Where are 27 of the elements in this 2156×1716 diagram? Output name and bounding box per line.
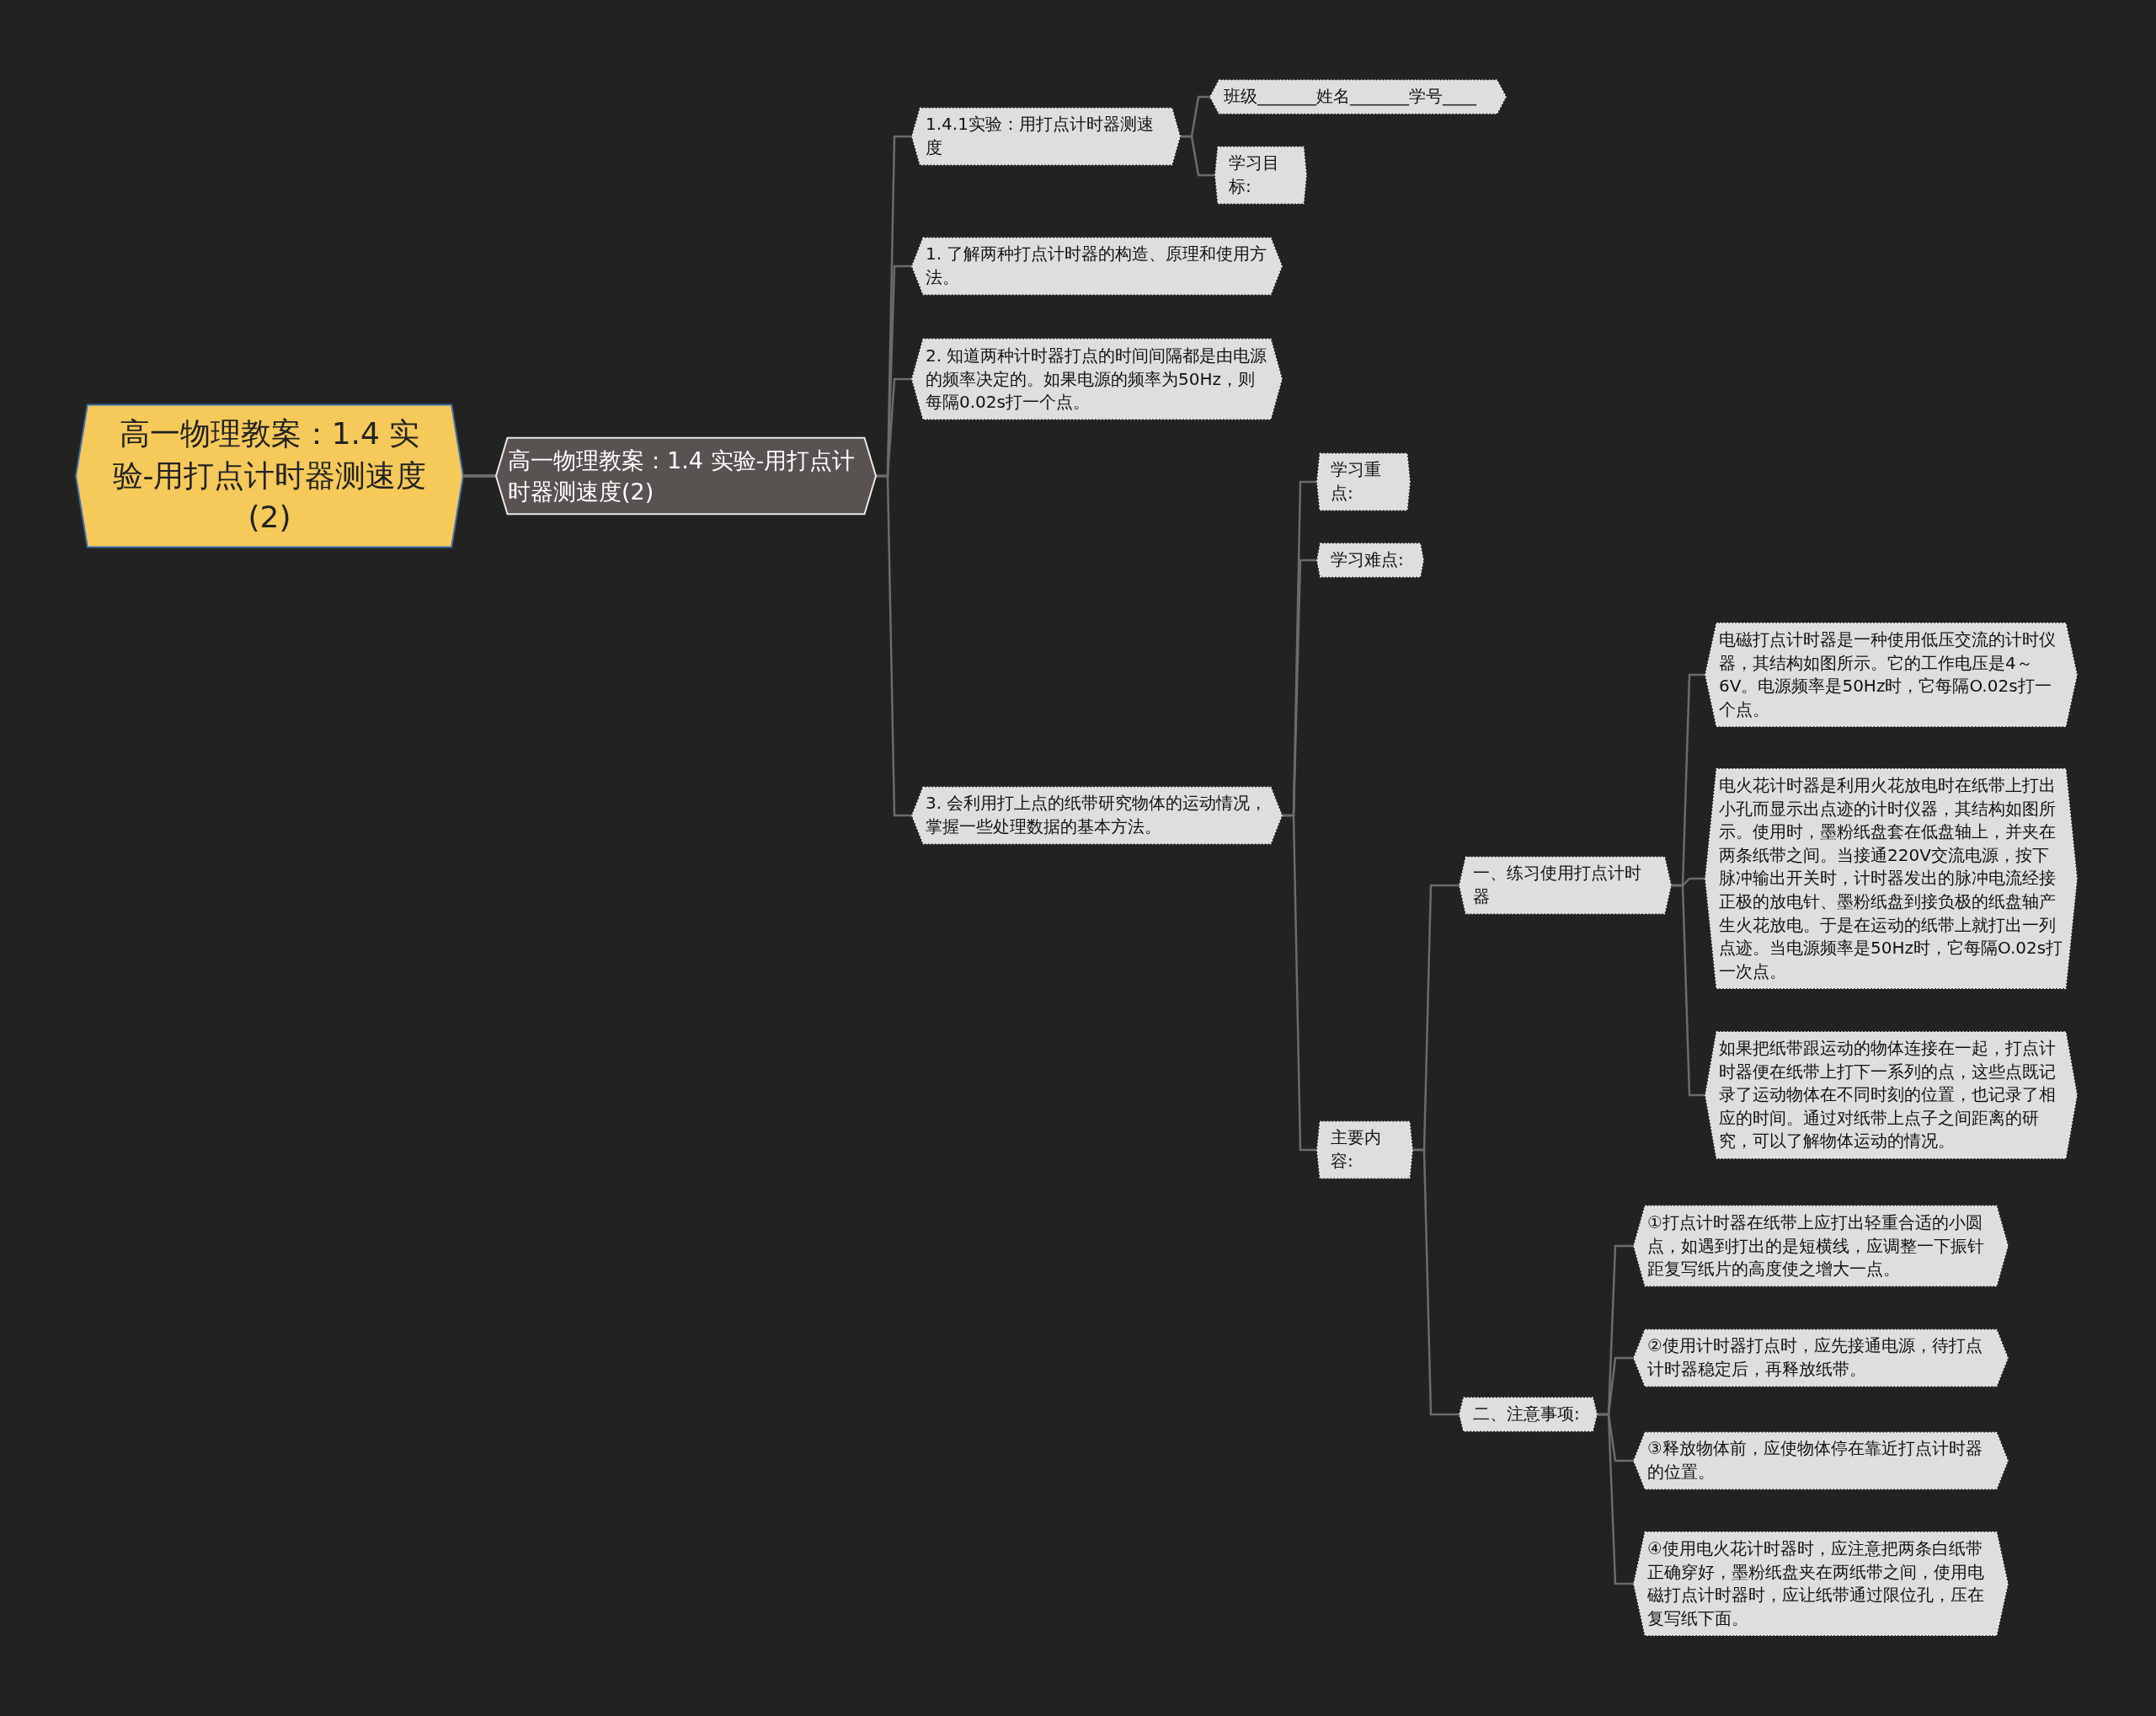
subtopic-box: 如果把纸带跟运动的物体连接在一起，打点计时器便在纸带上打下一系列的点，这些点既记录了运动物体在不同时刻的位置，也记录了相应的时间。通过对纸带上点子之间距离的研究，可以了解物体运动的情况。 [1705, 1032, 2077, 1158]
subtopic-box: 学习难点: [1317, 543, 1423, 577]
subtopic-box: 二、注意事项: [1460, 1398, 1597, 1431]
subtopic-box: 一、练习使用打点计时器 [1460, 857, 1671, 914]
connector-line [1180, 135, 1215, 177]
connector-line [1282, 814, 1317, 1152]
main-topic-box: 高一物理教案：1.4 实验-用打点计时器测速度(2) [496, 437, 876, 515]
connector-line [1412, 1148, 1460, 1416]
connector-line [1671, 884, 1705, 1097]
subtopic-box: 2. 知道两种计时器打点的时间间隔都是由电源的频率决定的。如果电源的频率为50Hz，则每隔0.02s打一个点。 [912, 339, 1282, 420]
subtopic-box: 班级_______姓名_______学号____ [1210, 80, 1506, 114]
subtopic-box: ②使用计时器打点时，应先接通电源，待打点计时器稳定后，再释放纸带。 [1634, 1329, 2008, 1387]
subtopic-box: 主要内容: [1317, 1121, 1412, 1179]
subtopic-box: ③释放物体前，应使物体停在靠近打点计时器的位置。 [1634, 1432, 2008, 1489]
central-topic-box: 高一物理教案：1.4 实验-用打点计时器测速度(2) [76, 404, 463, 548]
subtopic-box: ④使用电火花计时器时，应注意把两条白纸带正确穿好，墨粉纸盘夹在两纸带之间，使用电磁打点计时器时，应让纸带通过限位孔，压在复写纸下面。 [1634, 1532, 2008, 1636]
subtopic-box: 1. 了解两种打点计时器的构造、原理和使用方法。 [912, 238, 1282, 295]
subtopic-box: 1.4.1实验：用打点计时器测速度 [912, 108, 1180, 165]
subtopic-box: 学习重点: [1317, 453, 1410, 511]
connector-line [463, 474, 496, 478]
subtopic-box: ①打点计时器在纸带上应打出轻重合适的小圆点，如遇到打出的是短横线，应调整一下振针距复写纸片的高度使之增大一点。 [1634, 1205, 2008, 1286]
connector-line [876, 474, 912, 817]
subtopic-box: 3. 会利用打上点的纸带研究物体的运动情况，掌握一些处理数据的基本方法。 [912, 787, 1282, 844]
connector-line [1597, 1413, 1634, 1585]
subtopic-box: 学习目标: [1215, 147, 1306, 204]
subtopic-box: 电火花计时器是利用火花放电时在纸带上打出小孔而显示出点迹的计时仪器，其结构如图所示。使用时，墨粉纸盘套在低盘轴上，并夹在两条纸带之间。当接通220V交流电源，按下脉冲输出开关时，计时器发出的脉冲电流经接正极的放电针、墨粉纸盘到接负极的纸盘轴产生火花放电。于是在运动的纸带上就打出一列点迹。当电源频率是50Hz时，它每隔O.02s打一次点。 [1705, 768, 2077, 989]
subtopic-box: 电磁打点计时器是一种使用低压交流的计时仪器，其结构如图所示。它的工作电压是4～6V。电源频率是50Hz时，它每隔O.02s打一个点。 [1705, 623, 2077, 727]
